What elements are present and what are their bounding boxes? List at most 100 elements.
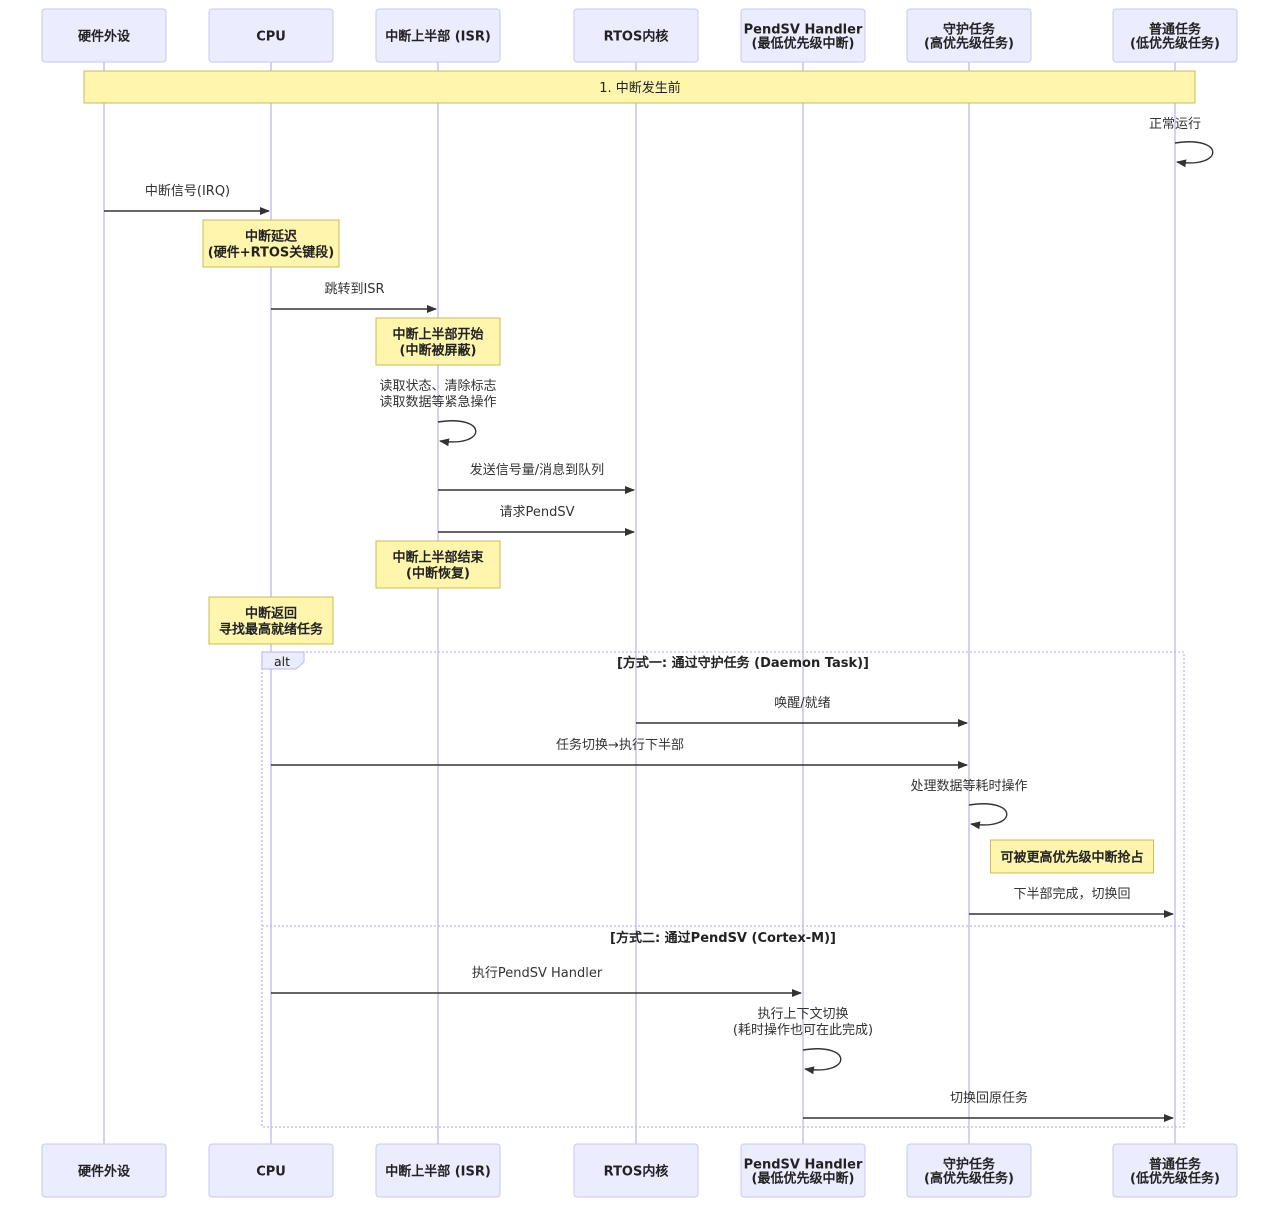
actor-box — [375, 1143, 501, 1198]
actor-label: RTOS内核 — [604, 29, 669, 45]
actor-label-line: 守护任务 — [943, 22, 996, 38]
note-box — [375, 317, 501, 366]
note-box — [375, 540, 501, 589]
actor-label-line: (最低优先级中断) — [752, 36, 855, 52]
actor-label: 普通任务(低优先级任务) — [1130, 22, 1220, 52]
message-label-line: 中断信号(IRQ) — [145, 184, 230, 199]
actor-box — [41, 8, 167, 63]
self-message-pendsv: 执行上下文切换(耗时操作也可在此完成) — [733, 1007, 873, 1075]
alt-condition-1: [方式一: 通过守护任务 (Daemon Task)] — [617, 655, 869, 671]
actor-label: PendSV Handler(最低优先级中断) — [744, 1158, 863, 1187]
actor-task-top: 普通任务(低优先级任务) — [1112, 8, 1238, 63]
actor-cpu-bottom: CPU — [208, 1143, 334, 1198]
self-message-arrow — [437, 420, 477, 447]
actor-box — [906, 1143, 1032, 1198]
self-message-label-line: (耗时操作也可在此完成) — [733, 1022, 873, 1038]
actor-isr-top: 中断上半部 (ISR) — [375, 8, 501, 63]
actor-label-line: 硬件外设 — [78, 29, 131, 45]
actor-label-line: (高优先级任务) — [924, 1171, 1014, 1187]
actor-box — [41, 1143, 167, 1198]
actor-label-line: (最低优先级中断) — [752, 1171, 855, 1187]
actor-cpu-top: CPU — [208, 8, 334, 63]
section-note: 1. 中断发生前 — [83, 70, 1196, 104]
message-label-line: 下半部完成，切换回 — [1013, 887, 1130, 902]
self-message-label: 读取状态、清除标志读取数据等紧急操作 — [379, 379, 496, 410]
actor-box — [1112, 1143, 1238, 1198]
message-cpu-to-pendsv: 执行PendSV Handler — [271, 966, 802, 997]
self-message-arrow — [1174, 141, 1214, 168]
actor-hw-bottom: 硬件外设 — [41, 1143, 167, 1198]
message-cpu-to-daemon: 任务切换→执行下半部 — [271, 737, 968, 769]
message-hw-to-cpu: 中断信号(IRQ) — [104, 184, 270, 215]
message-label: 中断信号(IRQ) — [145, 184, 230, 199]
message-label: 唤醒/就绪 — [774, 696, 830, 711]
actor-label-line: RTOS内核 — [604, 29, 669, 45]
actor-label-line: PendSV Handler — [744, 23, 863, 38]
message-label: 跳转到ISR — [324, 282, 384, 297]
message-label: 执行PendSV Handler — [472, 966, 603, 981]
message-label: 下半部完成，切换回 — [1013, 887, 1130, 902]
actor-label: CPU — [256, 1165, 286, 1180]
actor-label: PendSV Handler(最低优先级中断) — [744, 23, 863, 52]
actor-label: RTOS内核 — [604, 1164, 669, 1180]
actor-hw-top: 硬件外设 — [41, 8, 167, 63]
actor-box — [906, 8, 1032, 63]
alt-frame-border — [261, 651, 1185, 1128]
alt-condition-2: [方式二: 通过PendSV (Cortex-M)] — [610, 930, 836, 946]
message-label-line: 跳转到ISR — [324, 282, 384, 297]
actor-label-line: (低优先级任务) — [1130, 1171, 1220, 1187]
message-rtos-to-daemon: 唤醒/就绪 — [636, 696, 968, 727]
message-label-line: 执行PendSV Handler — [472, 966, 603, 981]
actor-label-line: (高优先级任务) — [924, 36, 1014, 52]
note-text: 中断延迟(硬件+RTOS关键段) — [208, 229, 334, 261]
note-text-line: 中断返回 — [245, 606, 297, 622]
note: 中断上半部开始(中断被屏蔽) — [375, 317, 501, 366]
self-message-label-line: 处理数据等耗时操作 — [910, 778, 1027, 794]
note-text: 可被更高优先级中断抢占 — [1000, 850, 1143, 866]
message-label-line: 请求PendSV — [499, 505, 574, 520]
note: 中断上半部结束(中断恢复) — [375, 540, 501, 589]
note-text-line: 寻找最高就绪任务 — [219, 622, 324, 638]
actor-box — [573, 1143, 699, 1198]
actor-task-bottom: 普通任务(低优先级任务) — [1112, 1143, 1238, 1198]
actor-label-line: (低优先级任务) — [1130, 36, 1220, 52]
message-daemon-to-task: 下半部完成，切换回 — [969, 887, 1174, 918]
alt-frame: alt [方式一: 通过守护任务 (Daemon Task)] [方式二: 通过Pe… — [261, 651, 1185, 1128]
note-box — [990, 839, 1154, 874]
actor-rtos-bottom: RTOS内核 — [573, 1143, 699, 1198]
alt-label: alt — [274, 654, 290, 669]
actor-label-line: RTOS内核 — [604, 1164, 669, 1180]
actor-label: 硬件外设 — [78, 29, 131, 45]
self-message-label-line: 读取数据等紧急操作 — [379, 394, 496, 410]
message-label-line: 切换回原任务 — [950, 1090, 1028, 1106]
section-note-box — [83, 70, 1196, 104]
message-cpu-to-isr: 跳转到ISR — [271, 282, 437, 313]
note-text-line: 中断延迟 — [245, 229, 297, 245]
section-note-text: 1. 中断发生前 — [599, 80, 681, 96]
note: 中断延迟(硬件+RTOS关键段) — [202, 219, 340, 268]
self-message-daemon: 处理数据等耗时操作 — [910, 778, 1028, 830]
note-text-line: (中断被屏蔽) — [400, 343, 477, 359]
message-isr-to-rtos: 请求PendSV — [438, 505, 635, 536]
actor-box — [740, 8, 866, 63]
self-message-arrow — [802, 1048, 842, 1075]
self-message-arrow — [968, 803, 1008, 830]
actor-isr-bottom: 中断上半部 (ISR) — [375, 1143, 501, 1198]
note-text: 中断上半部开始(中断被屏蔽) — [392, 327, 483, 359]
actor-label-line: PendSV Handler — [744, 1158, 863, 1173]
actor-label-line: 普通任务 — [1149, 22, 1202, 38]
self-message-label: 执行上下文切换(耗时操作也可在此完成) — [733, 1007, 873, 1038]
actor-label-line: 守护任务 — [943, 1157, 996, 1173]
message-label-line: 任务切换→执行下半部 — [556, 737, 684, 753]
self-message-label: 处理数据等耗时操作 — [910, 778, 1027, 794]
note-text-line: (硬件+RTOS关键段) — [208, 245, 334, 261]
actor-label-line: 中断上半部 (ISR) — [385, 1164, 491, 1180]
note: 中断返回寻找最高就绪任务 — [208, 596, 334, 645]
actor-label-line: CPU — [256, 30, 286, 45]
actor-label-line: CPU — [256, 1165, 286, 1180]
actor-box — [208, 1143, 334, 1198]
actor-label: 普通任务(低优先级任务) — [1130, 1157, 1220, 1187]
message-label: 请求PendSV — [499, 505, 574, 520]
section-note-line: 1. 中断发生前 — [599, 80, 681, 96]
